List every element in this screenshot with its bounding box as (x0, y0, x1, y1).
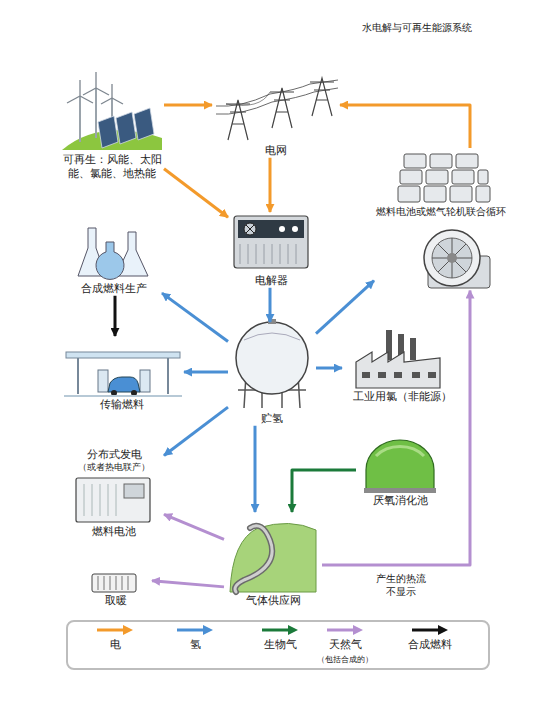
legend-arrow (95, 624, 135, 636)
component-label: 厌氧消化池 (356, 494, 444, 508)
system-component: 分布式发电（或者热电联产） 燃料电池 (64, 448, 164, 539)
flow-arrow (322, 291, 470, 566)
component-label: 工业用氯（非能源） (342, 390, 462, 404)
component-label: 分布式发电 (64, 448, 164, 462)
flow-arrow (316, 281, 374, 334)
system-component: 可再生：风能、太阳能、氯能、地热能 (60, 78, 164, 181)
gas-pipeline-landscape (230, 523, 316, 592)
flow-arrow (162, 293, 228, 341)
legend-label: 电 (80, 638, 150, 652)
flow-arrow (269, 288, 272, 322)
component-label: 传输燃料 (60, 398, 184, 412)
gas-turbine (424, 230, 490, 288)
flow-arrow (164, 169, 228, 218)
flow-arrow (340, 105, 470, 148)
renewables-illustration (62, 72, 162, 150)
legend-arrow (325, 624, 365, 636)
fuel-cell-box (76, 478, 150, 522)
legend-arrow (260, 624, 300, 636)
legend-label: 合成燃料 (395, 638, 465, 652)
legend-entry: 合成燃料 (395, 624, 465, 652)
component-label: 取暖 (80, 594, 152, 608)
flow-arrow (164, 514, 224, 539)
flow-arrow (292, 470, 356, 512)
system-component: 厌氧消化池 (356, 436, 444, 508)
legend-label: 氢 (160, 638, 230, 652)
flow-arrow (164, 104, 212, 107)
component-label: 电解器 (228, 274, 314, 288)
system-component: 工业用氯（非能源） (342, 325, 462, 404)
legend-arrow (410, 624, 450, 636)
legend-entry: 生物气 (245, 624, 315, 652)
system-component: 燃料电池或燃气轮机联合循环 (374, 148, 508, 291)
electrolyser (234, 216, 308, 268)
legend-entry: 电 (80, 624, 150, 652)
radiator (92, 574, 136, 592)
fuel-cell-stacks (398, 154, 490, 202)
component-label: 合成燃料生产 (66, 282, 162, 296)
flow-arrow (114, 296, 117, 336)
legend-entry: 氢 (160, 624, 230, 652)
system-component: 电解器 (228, 212, 314, 288)
component-label: 燃料电池或燃气轮机联合循环 (374, 206, 508, 219)
component-label: 贮氢 (228, 412, 316, 426)
note-label: 产生的热流 不显示 (372, 573, 430, 598)
flow-arrow (316, 367, 342, 370)
legend-entry: 天然气 (310, 624, 380, 652)
system-component: 气体供应网 (224, 512, 322, 608)
factory (356, 330, 440, 388)
system-component: 取暖 (80, 566, 152, 608)
fuel-station (64, 352, 182, 396)
component-label: （或者热电联产） (64, 462, 164, 473)
component-label: 可再生：风能、太阳能、氯能、地热能 (60, 153, 164, 181)
system-component: 传输燃料 (60, 336, 184, 412)
system-component: 电网 (212, 72, 340, 158)
flow-arrow (269, 158, 272, 212)
component-label: 电网 (212, 144, 340, 158)
flow-arrow (164, 407, 228, 455)
component-label: 气体供应网 (224, 594, 322, 608)
power-grid-illustration (216, 78, 338, 140)
system-component: 贮氢 (228, 322, 316, 426)
legend-label: 生物气 (245, 638, 315, 652)
flasks (78, 228, 148, 279)
digester-dome (364, 440, 436, 493)
legend-label: 天然气 (310, 638, 380, 652)
flow-arrow (152, 581, 224, 587)
diagram-title: 水电解与可再生能源系统 (362, 22, 512, 35)
hydrogen-tank (236, 319, 308, 408)
system-component: 合成燃料生产 (66, 220, 162, 296)
flow-arrow (254, 426, 257, 512)
legend-arrow (175, 624, 215, 636)
flow-arrow (184, 371, 228, 374)
component-label: 燃料电池 (64, 525, 164, 539)
note-label: （包括合成的） (310, 655, 380, 665)
